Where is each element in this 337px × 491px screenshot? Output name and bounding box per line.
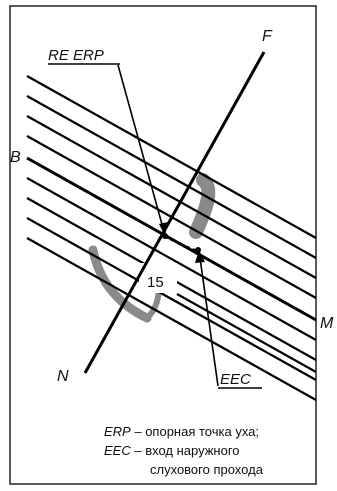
caption-text-eec: – вход наружного — [131, 443, 240, 458]
caption: ERP – опорная точка уха; EEC – вход нару… — [104, 424, 264, 477]
caption-text-erp: – опорная точка уха; — [131, 424, 259, 439]
label-m: M — [320, 315, 334, 332]
figure-frame — [9, 5, 317, 485]
caption-term-eec: EEC — [104, 443, 131, 458]
caption-line-3: слухового прохода — [150, 462, 264, 477]
parallel-line — [26, 95, 317, 259]
erp-point — [162, 233, 168, 239]
label-b: B — [10, 149, 21, 166]
distance-label-box — [139, 263, 177, 293]
parallel-line — [26, 177, 317, 341]
parallel-line — [26, 115, 317, 279]
parallel-line — [26, 75, 317, 239]
parallel-line — [26, 217, 317, 381]
parallel-line — [26, 237, 317, 401]
eec-arrow — [195, 250, 219, 387]
line-f-n — [83, 51, 266, 374]
parallel-lines — [26, 75, 317, 401]
caption-line-1: ERP – опорная точка уха; — [104, 424, 259, 439]
caption-term-erp: ERP — [104, 424, 131, 439]
label-eec: EEC — [220, 371, 251, 388]
eec-point — [195, 247, 201, 253]
label-n: N — [57, 368, 69, 385]
label-distance-15: 15 — [147, 274, 164, 291]
caption-line-2: EEC – вход наружного — [104, 443, 240, 458]
label-f: F — [262, 28, 273, 45]
label-re-erp: RE ERP — [48, 47, 104, 64]
re-erp-arrow — [117, 64, 168, 236]
parallel-line-segment — [176, 293, 317, 373]
